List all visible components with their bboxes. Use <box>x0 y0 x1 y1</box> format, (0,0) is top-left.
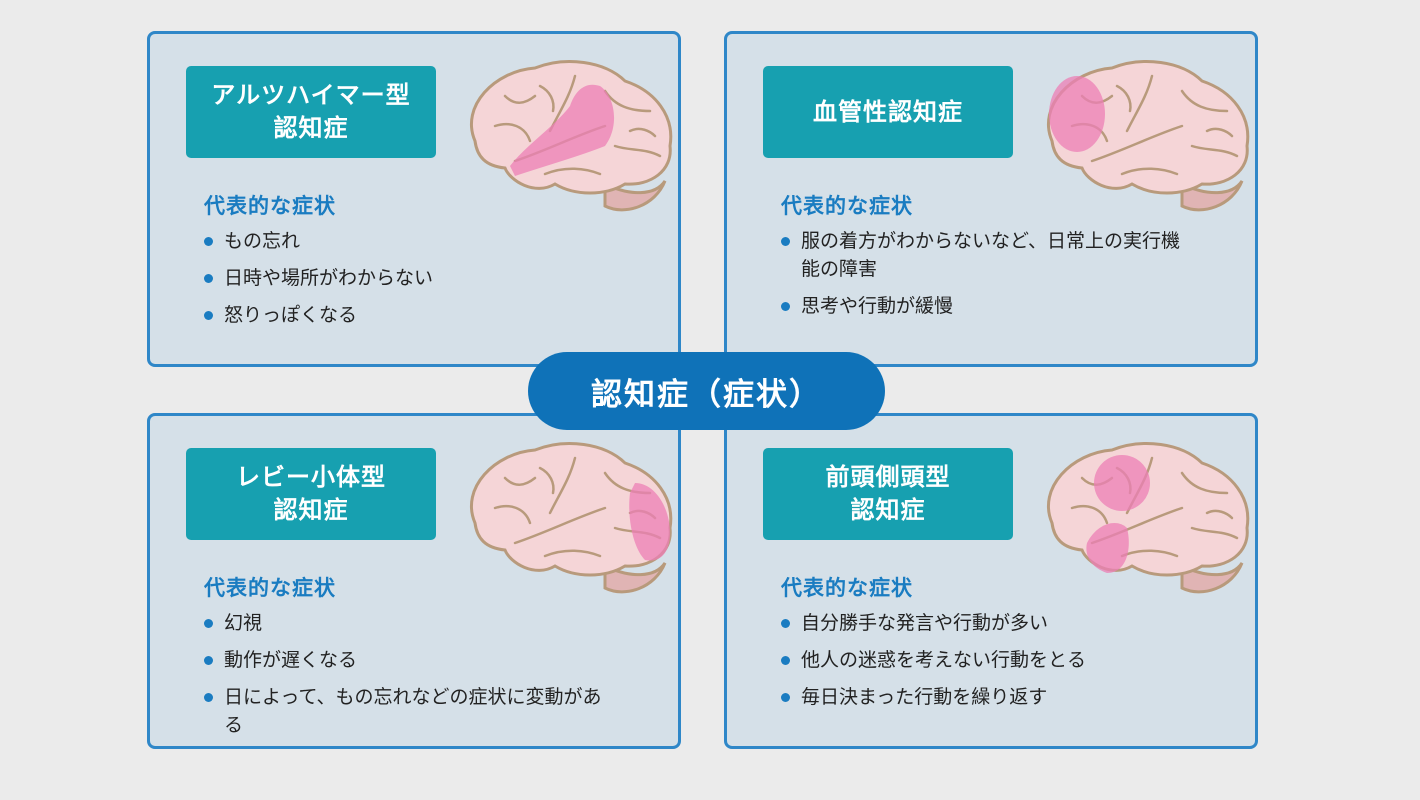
type-line: 前頭側頭型 <box>825 463 951 491</box>
affected-region <box>510 84 615 176</box>
symptom-list: もの忘れ 日時や場所がわからない 怒りっぽくなる <box>204 227 644 338</box>
symptoms-heading: 代表的な症状 <box>204 576 336 600</box>
type-line: 認知症 <box>273 496 349 524</box>
type-label: 前頭側頭型認知症 <box>763 448 1013 540</box>
symptoms-heading: 代表的な症状 <box>781 576 913 600</box>
center-title: 認知症（症状） <box>528 352 885 430</box>
affected-region <box>1086 523 1129 573</box>
symptom-list: 自分勝手な発言や行動が多い 他人の迷惑を考えない行動をとる 毎日決まった行動を繰… <box>781 609 1221 720</box>
symptom-list: 服の着方がわからないなど、日常上の実行機能の障害 思考や行動が緩慢 <box>781 227 1181 329</box>
card-alzheimer: アルツハイマー型認知症 代表的な症状 もの忘れ 日時や場所がわからない 怒りっぽ… <box>147 31 681 367</box>
symptom-item: 服の着方がわからないなど、日常上の実行機能の障害 <box>781 227 1181 283</box>
symptom-item: 自分勝手な発言や行動が多い <box>781 609 1221 637</box>
brain-illustration <box>1046 442 1250 594</box>
symptom-item: 幻視 <box>204 609 604 637</box>
symptom-item: 他人の迷惑を考えない行動をとる <box>781 646 1221 674</box>
type-line: レビー小体型 <box>236 463 386 491</box>
card-frontotemporal: 前頭側頭型認知症 代表的な症状 自分勝手な発言や行動が多い 他人の迷惑を考えない… <box>724 413 1258 749</box>
type-label: 血管性認知症 <box>763 66 1013 158</box>
symptom-item: もの忘れ <box>204 227 644 255</box>
symptoms-heading: 代表的な症状 <box>781 194 913 218</box>
type-line: 血管性認知症 <box>813 97 963 126</box>
type-line: アルツハイマー型 <box>211 81 411 109</box>
type-line: 認知症 <box>850 496 926 524</box>
symptom-item: 怒りっぽくなる <box>204 301 644 329</box>
symptom-item: 動作が遅くなる <box>204 646 604 674</box>
symptom-item: 日時や場所がわからない <box>204 264 644 292</box>
type-label: アルツハイマー型認知症 <box>186 66 436 158</box>
card-vascular: 血管性認知症 代表的な症状 服の着方がわからないなど、日常上の実行機能の障害 思… <box>724 31 1258 367</box>
affected-region <box>629 483 670 561</box>
symptom-item: 思考や行動が緩慢 <box>781 292 1181 320</box>
symptom-list: 幻視 動作が遅くなる 日によって、もの忘れなどの症状に変動がある <box>204 609 604 748</box>
affected-region <box>1094 455 1150 511</box>
symptom-item: 日によって、もの忘れなどの症状に変動がある <box>204 683 604 739</box>
card-lewy-body: レビー小体型認知症 代表的な症状 幻視 動作が遅くなる 日によって、もの忘れなど… <box>147 413 681 749</box>
symptom-item: 毎日決まった行動を繰り返す <box>781 683 1221 711</box>
brain-illustration <box>469 60 673 212</box>
brain-illustration <box>469 442 673 594</box>
type-label: レビー小体型認知症 <box>186 448 436 540</box>
brain-illustration <box>1046 60 1250 212</box>
symptoms-heading: 代表的な症状 <box>204 194 336 218</box>
type-line: 認知症 <box>273 114 349 142</box>
affected-region <box>1049 76 1105 152</box>
